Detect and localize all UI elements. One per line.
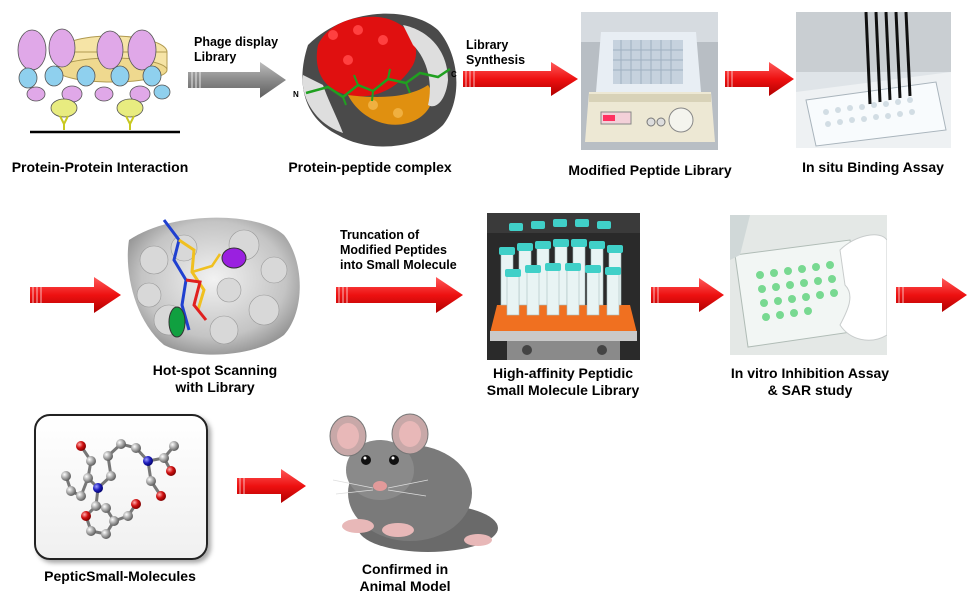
step-label-in-vitro: In vitro Inhibition Assay & SAR study bbox=[730, 365, 890, 398]
flow-arrow bbox=[725, 62, 794, 96]
ball-and-stick-molecule bbox=[61, 439, 179, 539]
protein-protein-interaction-illustration bbox=[17, 28, 180, 134]
mouse-photo bbox=[329, 413, 498, 552]
phage-display-arrow bbox=[188, 62, 286, 98]
step-label-hotspot: Hot-spot Scanning with Library bbox=[152, 362, 278, 395]
truncation-label: Truncation of Modified Peptides into Sma… bbox=[340, 228, 457, 272]
inhibition-assay-photo bbox=[730, 215, 887, 355]
step-label-modified-library: Modified Peptide Library bbox=[568, 162, 732, 178]
library-synthesis-arrow bbox=[463, 62, 578, 96]
flow-arrow bbox=[30, 277, 121, 313]
protein-peptide-complex-illustration: N C bbox=[293, 13, 457, 147]
flow-arrow bbox=[896, 278, 967, 312]
plate-shaker-photo bbox=[581, 12, 718, 150]
flow-arrow bbox=[237, 469, 306, 503]
truncation-arrow bbox=[336, 277, 463, 313]
c-terminus-mark: C bbox=[451, 70, 457, 79]
flow-arrow bbox=[651, 278, 724, 312]
step-label-peptic: PepticSmall-Molecules bbox=[44, 568, 196, 584]
n-terminus-mark: N bbox=[293, 90, 299, 99]
step-label-animal: Confirmed in Animal Model bbox=[359, 561, 451, 594]
step-label-ppi: Protein-Protein Interaction bbox=[11, 159, 189, 175]
pipette-assay-photo bbox=[796, 12, 951, 148]
phage-display-label: Phage display Library bbox=[194, 35, 279, 64]
step-label-high-affinity: High-affinity Peptidic Small Molecule Li… bbox=[486, 365, 640, 398]
step-label-in-situ: In situ Binding Assay bbox=[802, 159, 944, 175]
hotspot-surface-illustration bbox=[127, 217, 300, 355]
tube-rack-photo bbox=[487, 213, 640, 360]
library-synthesis-label: Library Synthesis bbox=[466, 38, 526, 67]
small-molecule-panel bbox=[34, 414, 208, 560]
step-label-complex: Protein-peptide complex bbox=[288, 159, 452, 175]
